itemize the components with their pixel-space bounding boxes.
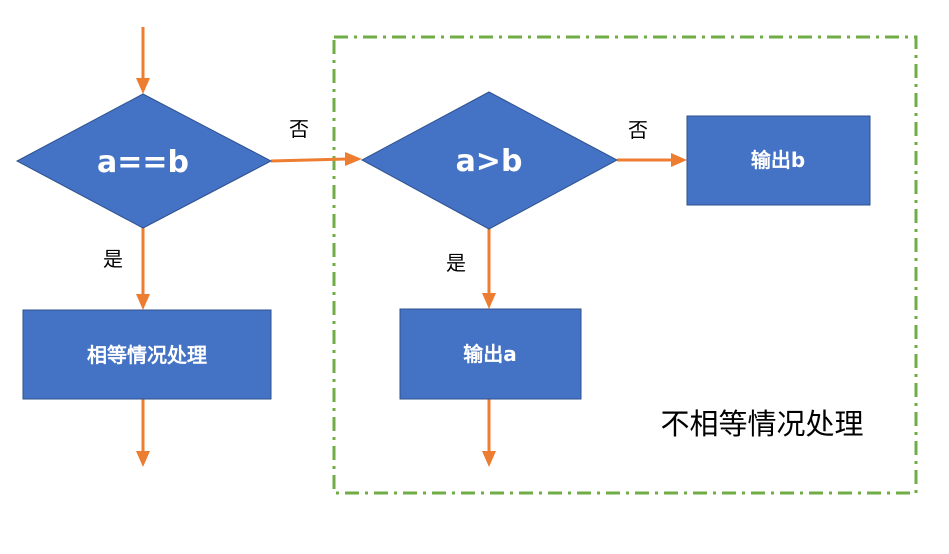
output-b-label: 输出b	[751, 148, 805, 172]
arrow-greater-no-head	[671, 153, 687, 167]
arrows	[136, 27, 687, 467]
output-b	[686, 115, 871, 206]
decision-equal-label: a==b	[97, 145, 189, 180]
unequal-case-group-label: 不相等情况处理	[660, 407, 863, 441]
decision-greater-no-label: 否	[628, 118, 648, 142]
output-a	[399, 308, 582, 400]
process-equal	[22, 309, 272, 400]
arrow-exit-equal-head	[136, 451, 150, 467]
unequal-case-group	[332, 35, 918, 495]
decision-equal-yes-label: 是	[103, 247, 123, 271]
output-a-label: 输出a	[463, 342, 517, 366]
arrow-equal-yes-head	[136, 294, 150, 310]
arrow-entry-head	[136, 78, 150, 94]
arrow-exit-a-head	[482, 451, 496, 467]
process-equal-label: 相等情况处理	[87, 343, 207, 367]
arrow-equal-no-head	[345, 152, 362, 166]
decision-greater-yes-label: 是	[446, 251, 466, 275]
decision-equal	[15, 93, 273, 229]
decision-equal-no-label: 否	[289, 117, 309, 141]
decision-greater	[360, 91, 619, 230]
arrow-greater-yes-head	[482, 293, 496, 309]
decision-greater-label: a>b	[456, 144, 523, 179]
arrow-equal-no	[270, 157, 348, 163]
